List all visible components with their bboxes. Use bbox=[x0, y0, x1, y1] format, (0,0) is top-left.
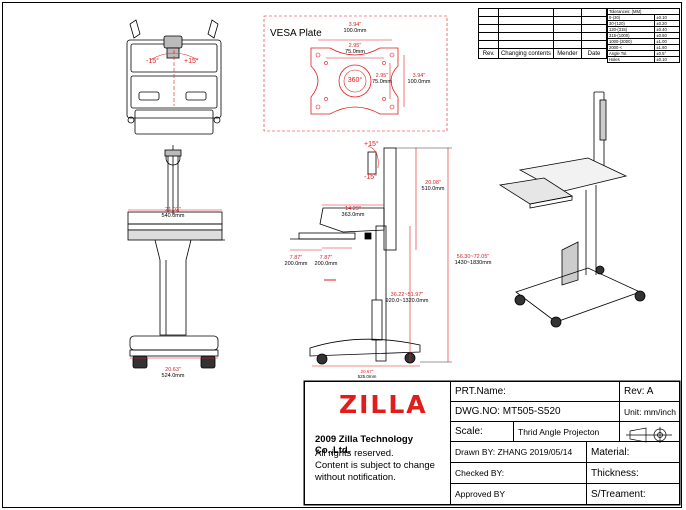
title-block: ZILLA 2009 Zilla Technology Co.,Ltd. All… bbox=[304, 381, 680, 505]
company-name: 2009 Zilla Technology Co.,Ltd. bbox=[315, 434, 414, 456]
side-mast-dim: 20.08" 510.0mm bbox=[418, 180, 448, 192]
drawing-number-field: DWG.NO: MT505-S520 bbox=[450, 401, 620, 422]
dim-mm: 920.0~1320.0mm bbox=[385, 298, 429, 304]
dim-mm: 363.0mm bbox=[341, 212, 365, 218]
rights-notice: All rights reserved. Content is subject … bbox=[315, 448, 435, 484]
vesa-dim-outer-side: 3.94" 100.0mm bbox=[404, 73, 434, 85]
dim-mm: 75.0mm bbox=[372, 79, 392, 85]
dim-mm: 525.0mm bbox=[357, 374, 377, 379]
dim-inch: 2.95" bbox=[348, 43, 362, 49]
dim-inch: 36.22~51.97" bbox=[390, 292, 424, 298]
top-tilt-left: -15° bbox=[146, 58, 159, 65]
notice-line: without notification. bbox=[315, 472, 396, 483]
side-tilt-up: +15° bbox=[364, 141, 379, 148]
side-tilt-down: -15° bbox=[364, 174, 377, 181]
vesa-dim-outer-top: 3.94" 100.0mm bbox=[334, 22, 376, 34]
notice-line: All rights reserved. bbox=[315, 448, 394, 459]
material-field: Material: bbox=[586, 441, 680, 463]
drawn-by-field: Drawn BY: ZHANG 2019/05/14 bbox=[450, 441, 587, 463]
tolerance-range: Holes bbox=[606, 56, 656, 63]
vesa-dim-inner-top: 2.95" 75.0mm bbox=[334, 43, 376, 55]
dim-inch: 21.02" bbox=[165, 207, 181, 213]
dim-mm: 510.0mm bbox=[421, 186, 445, 192]
dim-inch: 3.94" bbox=[412, 73, 426, 79]
dim-mm: 540.0mm bbox=[161, 213, 185, 219]
side-view-cart bbox=[290, 147, 421, 365]
revision-table: Rev. Changing contents Mender Date bbox=[477, 8, 607, 59]
unit-field: Unit: mm/inch bbox=[619, 401, 680, 422]
dim-inch: 7.87" bbox=[289, 255, 303, 261]
approved-by-field: Approved BY bbox=[450, 483, 587, 505]
side-keyboard-dim-1: 7.87" 200.0mm bbox=[282, 255, 310, 267]
dim-inch: 7.87" bbox=[319, 255, 333, 261]
top-tilt-right: +15° bbox=[184, 58, 199, 65]
side-base-depth-dim: 20.67" 525.0mm bbox=[352, 369, 382, 379]
revision-col-changes: Changing contents bbox=[498, 48, 554, 59]
side-total-height-dim: 56.30~72.05" 1430~1830mm bbox=[451, 254, 495, 266]
table-row: Holes±0.10 bbox=[606, 56, 680, 63]
dim-mm: 100.0mm bbox=[407, 79, 431, 85]
projection-field: Thrid Angle Projecton bbox=[513, 421, 620, 442]
dim-mm: 200.0mm bbox=[284, 261, 308, 267]
notice-line: Content is subject to change bbox=[315, 460, 435, 471]
tolerance-table: Tolerances: (MM) 0-(30)±0.10 30-(120)±0.… bbox=[606, 8, 680, 63]
front-width-dim: 21.02" 540.0mm bbox=[152, 207, 194, 219]
projection-symbol-cell bbox=[619, 421, 680, 442]
tolerance-value: ±0.10 bbox=[654, 56, 680, 63]
company-panel: ZILLA 2009 Zilla Technology Co.,Ltd. All… bbox=[304, 381, 451, 505]
thickness-field: Thickness: bbox=[586, 462, 680, 484]
checked-by-field: Checked BY: bbox=[450, 462, 587, 484]
dim-inch: 56.30~72.05" bbox=[456, 254, 490, 260]
revision-col-mender: Mender bbox=[552, 48, 583, 59]
side-stroke-dim: 36.22~51.97" 920.0~1320.0mm bbox=[381, 292, 433, 304]
dim-inch: 20.08" bbox=[425, 180, 441, 186]
vesa-rotation-label: 360° bbox=[347, 77, 363, 84]
side-tray-dim: 14.29" 363.0mm bbox=[333, 206, 373, 218]
side-keyboard-dim-2: 7.87" 200.0mm bbox=[312, 255, 340, 267]
dim-inch: 14.29" bbox=[345, 206, 361, 212]
front-base-dim: 20.63" 524.0mm bbox=[152, 367, 194, 379]
dim-inch: 20.63" bbox=[165, 367, 181, 373]
scale-field: Scale: bbox=[450, 421, 514, 442]
isometric-cart bbox=[498, 91, 646, 328]
revision-col-rev: Rev. bbox=[477, 48, 500, 59]
dim-mm: 524.0mm bbox=[161, 373, 185, 379]
vesa-plate-title: VESA Plate bbox=[270, 28, 322, 39]
part-name-field: PRT.Name: bbox=[450, 381, 620, 402]
dim-mm: 100.0mm bbox=[343, 28, 367, 34]
dim-inch: 2.95" bbox=[375, 73, 389, 79]
dim-inch: 3.94" bbox=[348, 22, 362, 28]
dim-inch: 20.67" bbox=[360, 369, 374, 374]
front-view-cart bbox=[127, 145, 225, 369]
zilla-logo: ZILLA bbox=[339, 390, 428, 419]
treatment-field: S/Treament: bbox=[586, 483, 680, 505]
dim-mm: 200.0mm bbox=[314, 261, 338, 267]
dim-mm: 1430~1830mm bbox=[454, 260, 492, 266]
revision-field: Rev: A bbox=[619, 381, 680, 402]
revision-col-date: Date bbox=[581, 48, 607, 59]
dim-mm: 75.0mm bbox=[345, 49, 365, 55]
vesa-dim-inner-side: 2.95" 75.0mm bbox=[370, 73, 394, 85]
